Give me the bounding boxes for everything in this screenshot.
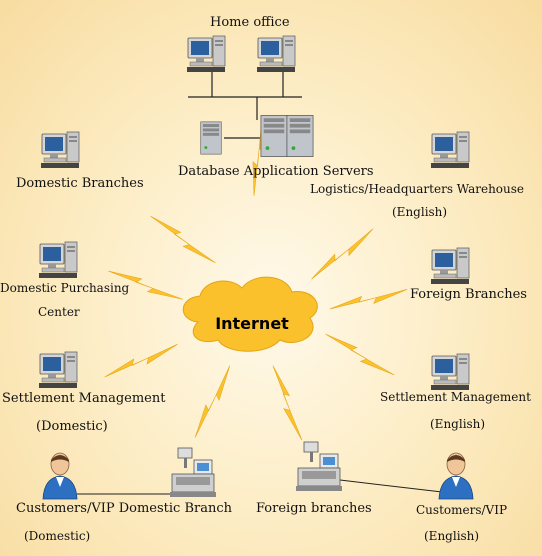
- lightning-bolt-top-left: [146, 212, 219, 268]
- computer-icon: [186, 35, 226, 73]
- cash-register-icon: [170, 447, 216, 498]
- cash-register-icon: [296, 441, 342, 492]
- customers-vip-domestic-branch-label: Customers/VIP Domestic Branch: [16, 501, 233, 516]
- domestic-branches-label: Domestic Branches: [16, 176, 144, 191]
- settlement-domestic-label: Settlement Management: [2, 391, 166, 406]
- lightning-bolt-lower-left: [102, 339, 180, 383]
- lightning-bolt-top-right: [308, 224, 377, 285]
- computer-icon: [430, 247, 470, 285]
- person-icon: [42, 452, 78, 500]
- home-office-label: Home office: [210, 15, 290, 30]
- logistics-hq-lang-label: (English): [392, 205, 448, 219]
- domestic-paren-label: (Domestic): [24, 529, 91, 543]
- customers-vip-english-paren-label: (English): [424, 529, 480, 543]
- domestic-purchasing-label: Domestic Purchasing: [0, 281, 130, 295]
- computer-icon: [430, 131, 470, 169]
- computer-icon: [38, 241, 78, 279]
- foreign-branches-bottom-label: Foreign branches: [256, 501, 372, 516]
- internet-label: Internet: [215, 314, 289, 333]
- lightning-bolt-lower-right: [322, 330, 398, 380]
- db-app-servers-label: Database Application Servers: [178, 164, 374, 179]
- lightning-bolt-right: [328, 284, 409, 316]
- computer-icon: [430, 353, 470, 391]
- computer-icon: [256, 35, 296, 73]
- internet-cloud: Internet: [182, 276, 318, 352]
- logistics-hq-label: Logistics/Headquarters Warehouse: [310, 182, 525, 196]
- server-icon: [200, 121, 222, 155]
- lightning-bolt-bottom-left: [191, 363, 235, 441]
- computer-icon: [40, 131, 80, 169]
- settlement-domestic-paren-label: (Domestic): [36, 419, 108, 434]
- server-icon: [260, 114, 288, 158]
- customers-vip-english-label: Customers/VIP: [416, 503, 508, 517]
- domestic-purchasing-center-label: Center: [38, 305, 80, 319]
- person-icon: [438, 452, 474, 500]
- foreign-branches-label: Foreign Branches: [410, 287, 527, 302]
- server-icon: [286, 114, 314, 158]
- settlement-english-paren-label: (English): [430, 417, 486, 431]
- computer-icon: [38, 351, 78, 389]
- lightning-bolt-bottom-right: [267, 363, 307, 443]
- settlement-english-label: Settlement Management: [380, 390, 531, 404]
